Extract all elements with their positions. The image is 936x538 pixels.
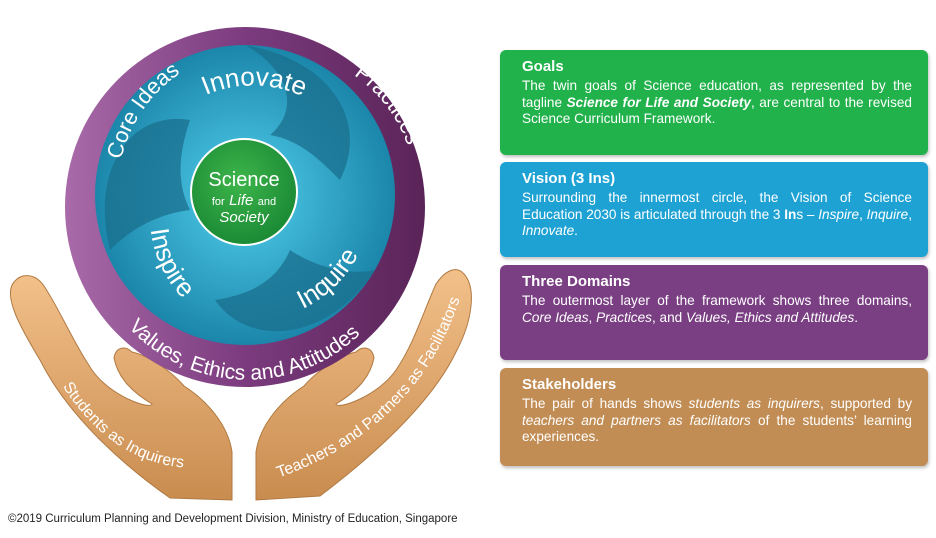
domains-title: Three Domains bbox=[522, 273, 631, 290]
domains-card: Three Domains The outermost layer of the… bbox=[500, 265, 928, 360]
stakeholders-text: The pair of hands shows students as inqu… bbox=[522, 396, 912, 445]
center-life-line: for Life and bbox=[212, 192, 276, 209]
domains-text: The outermost layer of the framework sho… bbox=[522, 293, 912, 325]
vision-title: Vision (3 Ins) bbox=[522, 170, 616, 187]
vision-text: Surrounding the innermost circle, the Vi… bbox=[522, 190, 912, 239]
right-hand bbox=[255, 269, 472, 501]
swirl-arm bbox=[104, 118, 190, 250]
center-circle bbox=[190, 138, 298, 246]
goals-title: Goals bbox=[522, 58, 564, 75]
swirl-arm bbox=[215, 250, 375, 332]
copyright-notice: ©2019 Curriculum Planning and Developmen… bbox=[8, 513, 458, 525]
swirl-arm bbox=[245, 45, 350, 180]
center-society: Society bbox=[219, 209, 270, 226]
goals-card: Goals The twin goals of Science educatio… bbox=[500, 50, 928, 155]
stakeholders-card: Stakeholders The pair of hands shows stu… bbox=[500, 368, 928, 466]
vision-card: Vision (3 Ins) Surrounding the innermost… bbox=[500, 162, 928, 257]
center-science: Science bbox=[208, 169, 279, 191]
framework-diagram: Core Ideas Practices Values, Ethics and … bbox=[9, 27, 472, 501]
stakeholders-title: Stakeholders bbox=[522, 376, 617, 393]
goals-text: The twin goals of Science education, as … bbox=[522, 78, 912, 127]
left-hand bbox=[9, 275, 233, 501]
